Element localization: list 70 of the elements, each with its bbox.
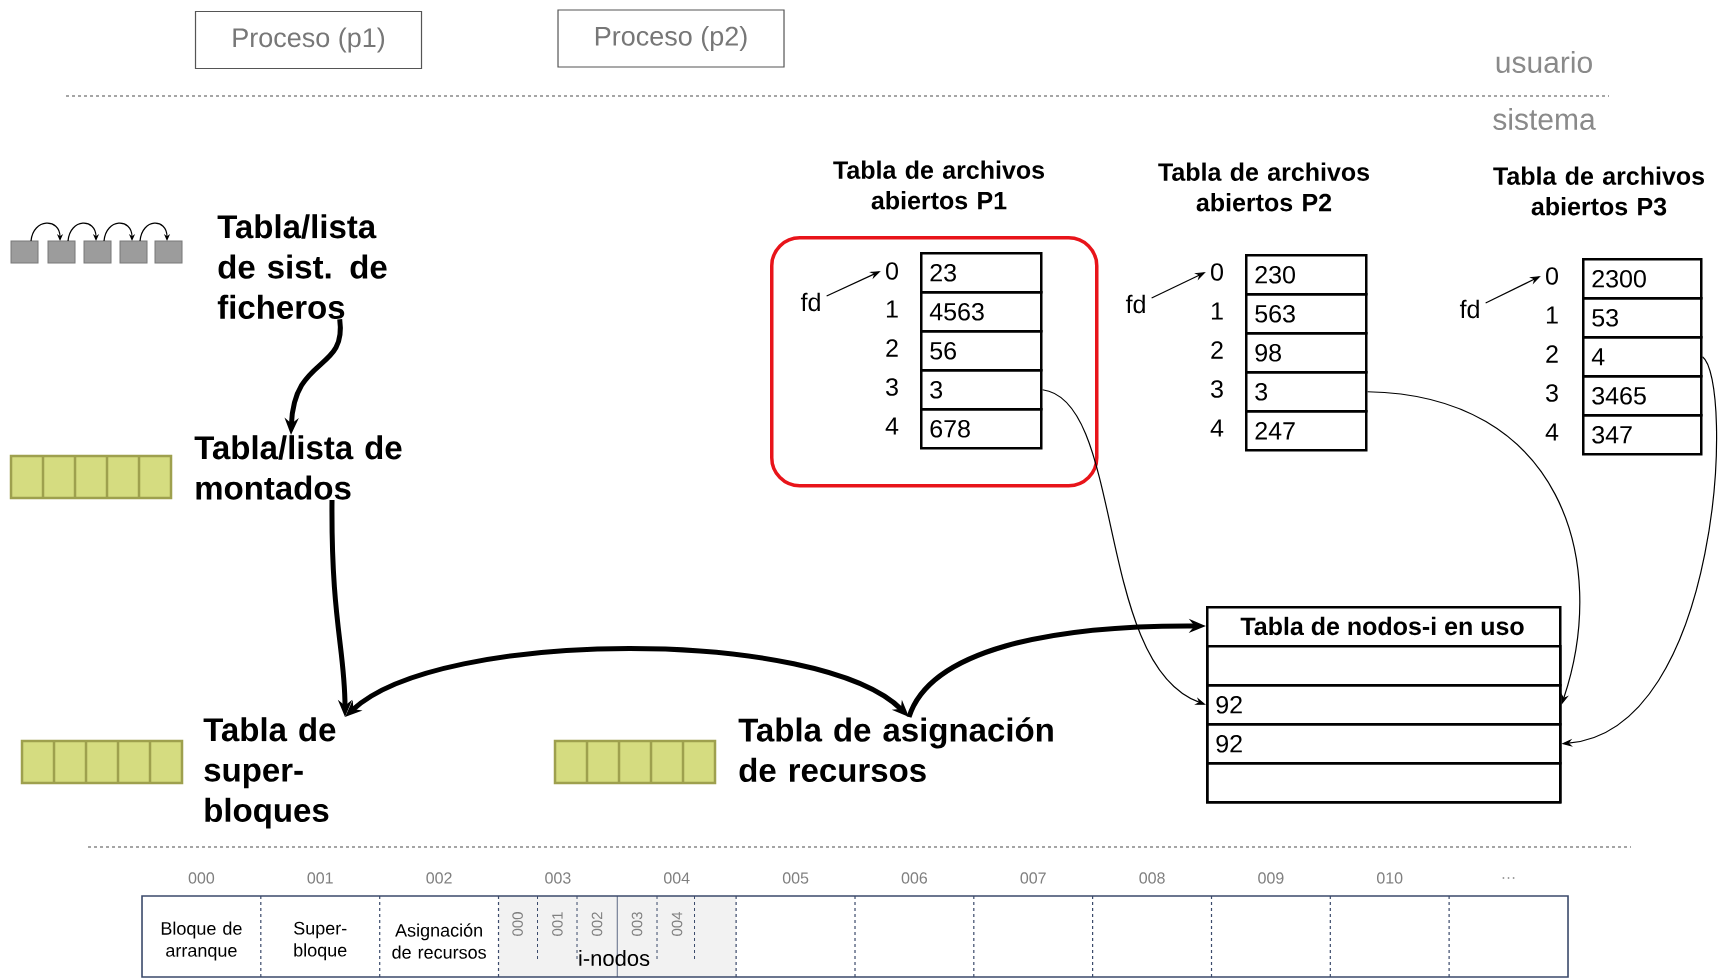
table-cell: 347 bbox=[1582, 414, 1703, 456]
block-number: 002 bbox=[426, 872, 452, 884]
block-number: 007 bbox=[1020, 872, 1046, 884]
row-index: 2 bbox=[1211, 341, 1223, 359]
row-index: 1 bbox=[1546, 306, 1558, 324]
table-cell: 23 bbox=[920, 252, 1043, 294]
table-row bbox=[1206, 645, 1562, 687]
table-title: Tabla de asignación de recursos bbox=[738, 717, 1053, 783]
row-index: 2 bbox=[886, 339, 898, 357]
block-label: Super-bloque bbox=[294, 921, 347, 961]
block-number: … bbox=[1502, 877, 1515, 879]
table-cell: 247 bbox=[1245, 410, 1368, 452]
table-heading: Tabla de archivos abiertos P2 bbox=[1158, 162, 1370, 212]
block-number: 001 bbox=[307, 872, 333, 884]
inode-number: 003 bbox=[631, 912, 643, 936]
table-title: Tabla/lista de montados bbox=[194, 435, 402, 500]
table-row: 92 bbox=[1206, 723, 1562, 765]
table-row bbox=[1206, 762, 1562, 804]
block-number: 008 bbox=[1139, 872, 1165, 884]
block-label: Bloque de arranque bbox=[161, 921, 242, 961]
block-number: 004 bbox=[664, 872, 690, 884]
block-number: 003 bbox=[545, 872, 571, 884]
table-cell: 230 bbox=[1245, 254, 1368, 296]
row-index: 4 bbox=[1545, 423, 1559, 441]
layer-label: usuario bbox=[1496, 51, 1592, 73]
table-title: Tabla/lista de sist. de ficheros bbox=[217, 214, 387, 320]
process-box: Proceso (p2) bbox=[557, 9, 785, 68]
table-cell: 98 bbox=[1245, 332, 1368, 374]
row-index: 1 bbox=[886, 300, 898, 318]
row-index: 0 bbox=[1546, 267, 1558, 285]
row-index: 2 bbox=[1546, 345, 1558, 363]
table-title: Tabla de super-bloques bbox=[203, 717, 336, 829]
row-index: 3 bbox=[1211, 380, 1223, 398]
inode-number: 004 bbox=[671, 911, 683, 936]
table-cell: 4 bbox=[1582, 336, 1703, 378]
table-cell: 56 bbox=[920, 330, 1043, 372]
table-cell: 3465 bbox=[1582, 375, 1703, 417]
row-index: 4 bbox=[885, 417, 899, 435]
row-index: 0 bbox=[886, 262, 898, 280]
process-box: Proceso (p1) bbox=[194, 10, 423, 70]
block-number: 000 bbox=[188, 872, 215, 884]
table-cell: 3 bbox=[920, 369, 1043, 411]
block-number: 005 bbox=[782, 872, 809, 884]
block-number: 010 bbox=[1377, 872, 1403, 884]
inode-number: 002 bbox=[591, 912, 603, 936]
inode-number: 001 bbox=[552, 912, 563, 936]
row-index: 4 bbox=[1210, 419, 1224, 437]
table-cell: 53 bbox=[1582, 297, 1703, 339]
table-cell: 3 bbox=[1245, 371, 1368, 413]
table-cell: 4563 bbox=[920, 291, 1043, 333]
fd-label: fd bbox=[1459, 299, 1479, 319]
table-heading: Tabla de archivos abiertos P1 bbox=[833, 160, 1045, 210]
block-number: 009 bbox=[1258, 872, 1284, 884]
inode-number: 000 bbox=[512, 912, 523, 936]
region-label: i-nodos bbox=[579, 949, 650, 967]
row-index: 1 bbox=[1211, 302, 1223, 320]
table-row: 92 bbox=[1206, 684, 1562, 726]
block-number: 006 bbox=[901, 872, 928, 884]
table-cell: 563 bbox=[1245, 293, 1368, 335]
table-heading: Tabla de archivos abiertos P3 bbox=[1493, 166, 1705, 216]
fd-label: fd bbox=[800, 292, 820, 312]
fd-label: fd bbox=[1125, 294, 1145, 314]
block-label: Asignación de recursos bbox=[392, 923, 486, 959]
row-index: 0 bbox=[1211, 263, 1223, 281]
row-index: 3 bbox=[886, 378, 898, 396]
layer-label: sistema bbox=[1493, 108, 1596, 130]
table-cell: 2300 bbox=[1582, 258, 1703, 300]
highlight-frame bbox=[770, 236, 1099, 488]
table-cell: 678 bbox=[920, 408, 1043, 450]
row-index: 3 bbox=[1546, 384, 1558, 402]
